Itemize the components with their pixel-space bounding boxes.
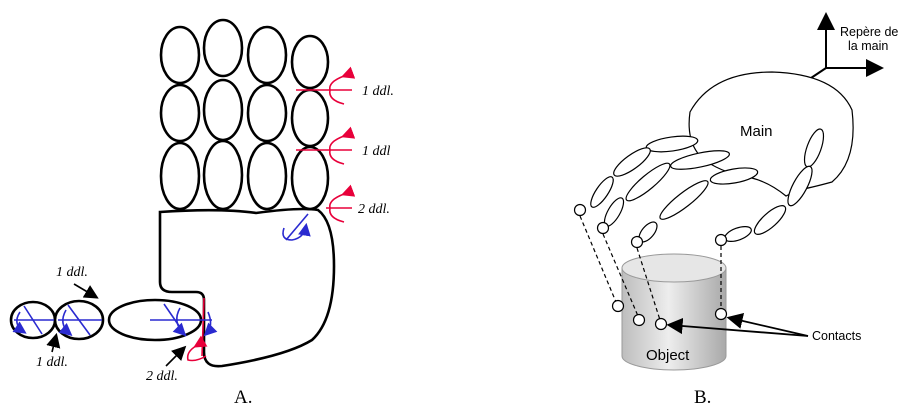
thumb-dof-label-base: 2 ddl. xyxy=(146,369,178,384)
phalanx xyxy=(202,18,244,78)
fingertip xyxy=(596,221,610,235)
pointer-arrow xyxy=(165,345,187,367)
figure-a-caption: A. xyxy=(234,387,252,408)
contact-links xyxy=(579,215,722,321)
red-rotation-icon xyxy=(296,66,356,105)
dof-label-base: 2 ddl. xyxy=(358,202,390,217)
phalanx xyxy=(246,25,288,85)
red-rotation-icon xyxy=(326,184,356,223)
phalanx xyxy=(290,88,330,148)
phalanx xyxy=(159,25,201,85)
finger-segment xyxy=(709,167,759,185)
finger-phalanges xyxy=(159,18,330,211)
figure-a: 1 ddl. 1 ddl 2 ddl. 1 ddl. 1 ddl. 2 ddl.… xyxy=(9,18,394,408)
phalanx xyxy=(159,83,201,143)
blue-rotation-icon xyxy=(58,304,102,337)
pointer-arrow xyxy=(46,332,61,353)
contact-point xyxy=(632,313,646,327)
finger-joint-rotations xyxy=(186,66,356,362)
phalanx xyxy=(246,141,288,211)
phalanx xyxy=(159,141,201,211)
phalanx xyxy=(202,78,244,142)
pointer-arrow xyxy=(73,283,99,299)
blue-rotation-icon xyxy=(282,213,311,241)
fingertip xyxy=(630,235,644,249)
figure-b-caption: B. xyxy=(694,387,711,408)
object-label: Object xyxy=(646,347,690,364)
contact-point xyxy=(611,299,625,313)
finger-segment xyxy=(670,150,730,170)
blue-joint-rotations xyxy=(12,213,311,337)
blue-rotation-icon xyxy=(12,305,54,335)
red-rotation-icon xyxy=(186,297,208,362)
thumb-dof-label-bottom: 1 ddl. xyxy=(36,355,68,370)
frame-label-line2: la main xyxy=(848,39,888,53)
contacts-arrows xyxy=(666,312,809,337)
red-rotation-icon xyxy=(296,126,356,165)
phalanx xyxy=(290,145,330,211)
contact-point xyxy=(714,307,728,321)
palm-outline xyxy=(158,207,336,368)
finger-segment xyxy=(590,176,614,208)
contacts-label: Contacts xyxy=(812,329,861,343)
finger-segment xyxy=(659,180,709,220)
dof-pointer-arrows xyxy=(46,283,187,367)
dof-label-top: 1 ddl. xyxy=(362,84,394,99)
fingertip xyxy=(573,203,587,217)
dof-label-middle: 1 ddl xyxy=(362,144,391,159)
thumb-dof-label-top: 1 ddl. xyxy=(56,265,88,280)
figure-b: Repère de la main Object Main xyxy=(573,12,898,408)
frame-label-line1: Repère de xyxy=(840,25,898,39)
contact-points xyxy=(611,299,728,331)
phalanx xyxy=(202,139,244,211)
finger-segment xyxy=(613,147,651,177)
fingertips xyxy=(573,203,728,249)
finger-segment xyxy=(625,162,671,202)
blue-rotation-icon xyxy=(150,303,218,337)
phalanx xyxy=(246,83,288,143)
fingertip xyxy=(714,233,728,247)
fingers-b xyxy=(590,128,825,243)
contact-point xyxy=(654,317,668,331)
finger-segment xyxy=(645,135,699,153)
finger-segment xyxy=(724,226,752,242)
palm-label: Main xyxy=(740,123,773,140)
phalanx xyxy=(290,34,330,90)
finger-segment xyxy=(753,205,787,235)
finger-segment xyxy=(787,165,813,207)
